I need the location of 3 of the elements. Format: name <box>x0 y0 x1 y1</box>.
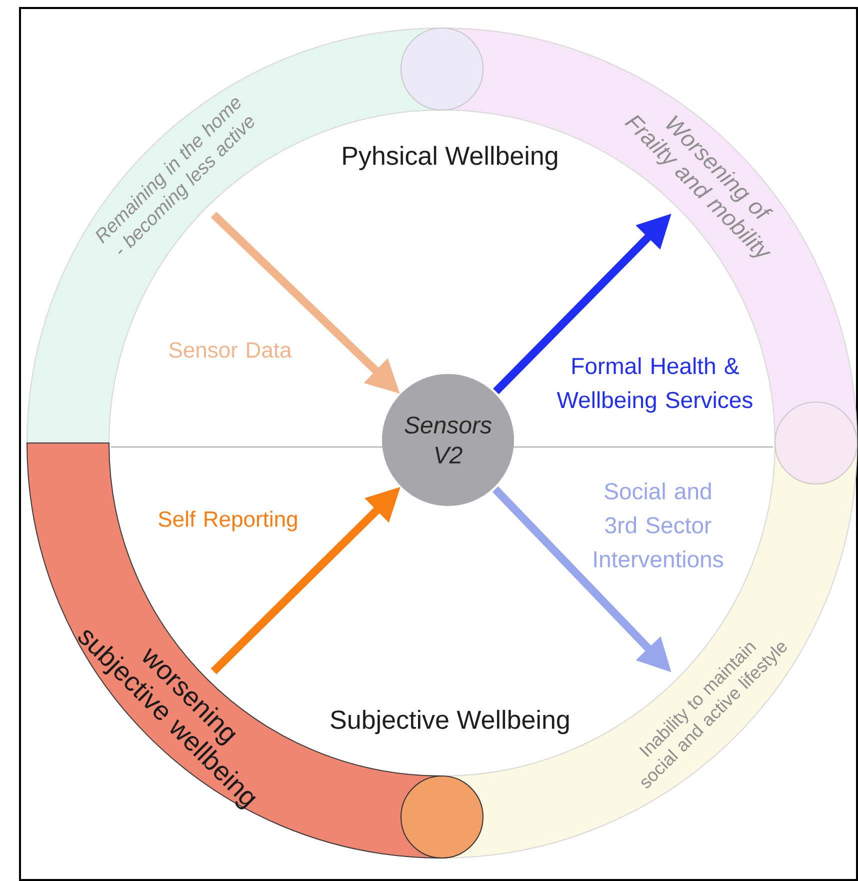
edge-label: Sensor Data <box>169 342 292 358</box>
edge-label: Social and 3rd Sector Interventions <box>594 482 723 568</box>
edge-label: Self Reporting <box>158 510 297 532</box>
